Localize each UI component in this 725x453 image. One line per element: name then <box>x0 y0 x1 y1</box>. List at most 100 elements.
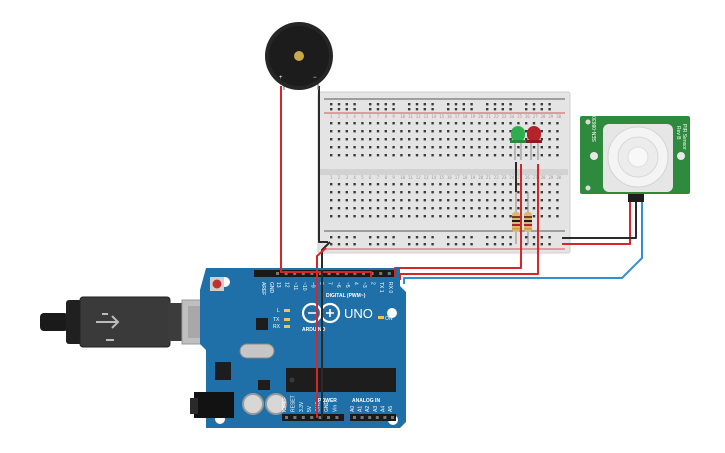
pin-label: A5 <box>388 406 394 412</box>
power-header[interactable] <box>282 414 344 421</box>
pin-label: 4 <box>352 282 358 285</box>
svg-text:12: 12 <box>416 114 421 119</box>
wire-pir-gnd[interactable] <box>562 200 637 239</box>
resistor-1[interactable] <box>512 192 520 244</box>
svg-text:22: 22 <box>494 175 499 180</box>
svg-text:30: 30 <box>556 175 561 180</box>
led-l-label: L <box>277 308 280 314</box>
svg-text:23: 23 <box>502 175 507 180</box>
svg-text:12: 12 <box>416 175 421 180</box>
svg-text:15: 15 <box>439 175 444 180</box>
svg-text:1: 1 <box>330 175 333 180</box>
pin-label: 5V <box>307 405 313 412</box>
svg-text:21: 21 <box>486 175 491 180</box>
svg-text:18: 18 <box>463 175 468 180</box>
piezo-buzzer[interactable]: + − <box>265 22 333 90</box>
pin-label: ~3 <box>361 282 367 288</box>
pin-label: ~10 <box>301 282 307 291</box>
led-red[interactable] <box>526 126 542 160</box>
power-header-label: POWER <box>318 398 337 404</box>
svg-text:19: 19 <box>470 175 475 180</box>
resistor-2[interactable] <box>524 192 532 244</box>
breadboard-column-numbers: 1122334455667788991010111112121313141415… <box>330 114 562 180</box>
svg-text:17: 17 <box>455 114 460 119</box>
svg-text:28: 28 <box>541 114 546 119</box>
analog-header-label: ANALOG IN <box>352 398 380 404</box>
svg-text:20: 20 <box>478 175 483 180</box>
pin-label: Vin <box>332 405 338 412</box>
svg-text:18: 18 <box>463 114 468 119</box>
svg-text:14: 14 <box>431 114 436 119</box>
buzzer-minus-label: − <box>313 75 317 81</box>
pir-label-3: SEN-08630 <box>592 116 598 142</box>
svg-text:11: 11 <box>408 114 413 119</box>
arduino-model: UNO <box>344 306 373 321</box>
led-on-label: ON <box>385 316 393 322</box>
svg-text:1: 1 <box>330 114 333 119</box>
pin-label: A0 <box>350 406 356 412</box>
svg-text:24: 24 <box>509 175 514 180</box>
pin-label: 3.3V <box>299 401 305 412</box>
svg-text:2: 2 <box>338 114 341 119</box>
svg-text:4: 4 <box>353 114 356 119</box>
pin-label: IOREF <box>282 397 288 412</box>
pin-label: ~11 <box>292 282 298 290</box>
aref-label: AREF <box>260 282 266 295</box>
svg-text:7: 7 <box>377 114 380 119</box>
pir-sensor[interactable]: PIR Sensor Rev B SEN-08630 555-28027 <box>580 116 694 202</box>
svg-text:8: 8 <box>385 114 388 119</box>
svg-text:9: 9 <box>392 114 395 119</box>
capacitors <box>242 393 287 415</box>
svg-text:29: 29 <box>548 114 553 119</box>
pir-label-2: Rev B <box>675 126 681 140</box>
svg-text:21: 21 <box>486 114 491 119</box>
pin-label: GND <box>316 401 322 413</box>
dc-power-jack[interactable] <box>190 392 234 418</box>
pin-label: RX 0 <box>387 282 393 293</box>
svg-text:6: 6 <box>369 114 372 119</box>
svg-text:13: 13 <box>424 114 429 119</box>
svg-text:15: 15 <box>439 114 444 119</box>
analog-header[interactable] <box>350 414 396 421</box>
svg-text:27: 27 <box>533 114 538 119</box>
arduino-uno[interactable]: L TX RX ON ARDUINO UNO DIGITAL (PWM~) 13… <box>190 268 406 428</box>
svg-text:11: 11 <box>408 175 413 180</box>
svg-text:16: 16 <box>447 175 452 180</box>
svg-text:27: 27 <box>533 175 538 180</box>
pin-label: ~9 <box>309 282 315 288</box>
led-rx-label: RX <box>273 324 281 330</box>
buzzer-plus-label: + <box>279 75 283 81</box>
svg-text:29: 29 <box>548 175 553 180</box>
svg-text:5: 5 <box>361 175 364 180</box>
reset-button[interactable] <box>210 277 224 291</box>
svg-text:9: 9 <box>392 175 395 180</box>
svg-text:3: 3 <box>346 114 349 119</box>
digital-header-label: DIGITAL (PWM~) <box>326 293 366 299</box>
pin-label: 2 <box>370 282 376 285</box>
svg-text:8: 8 <box>385 175 388 180</box>
usb-interface-chip <box>256 318 268 330</box>
pin-label: A3 <box>373 406 379 412</box>
svg-text:6: 6 <box>369 175 372 180</box>
pin-label: TX 1 <box>378 282 384 293</box>
svg-text:22: 22 <box>494 114 499 119</box>
led-green[interactable] <box>510 126 526 160</box>
svg-text:20: 20 <box>478 114 483 119</box>
wire-pir-vcc[interactable] <box>562 200 631 245</box>
pin-label: A4 <box>380 406 386 412</box>
pir-label-1: PIR Sensor <box>681 124 687 150</box>
digital-header[interactable] <box>254 270 396 277</box>
svg-text:25: 25 <box>517 175 522 180</box>
breadboard[interactable]: 1122334455667788991010111112121313141415… <box>317 91 571 254</box>
wire-buzzer-negative[interactable] <box>318 86 328 243</box>
svg-text:7: 7 <box>377 175 380 180</box>
svg-text:14: 14 <box>431 175 436 180</box>
svg-text:16: 16 <box>447 114 452 119</box>
pin-label: ~5 <box>344 282 350 288</box>
pin-label: ~6 <box>335 282 341 288</box>
svg-text:24: 24 <box>509 114 514 119</box>
